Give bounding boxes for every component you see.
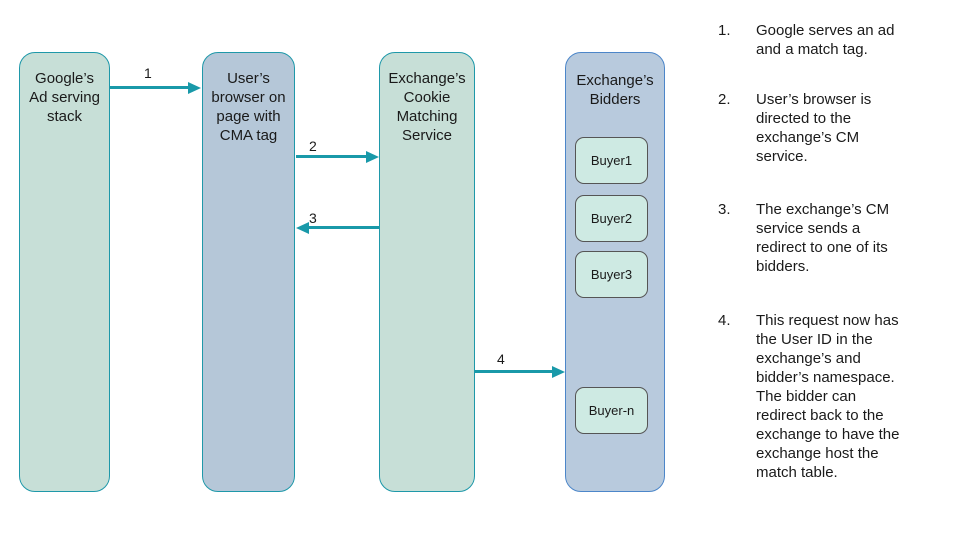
arrow-2-label: 2 bbox=[309, 138, 317, 154]
arrow-4-line bbox=[475, 370, 553, 373]
arrow-2-head-right-icon bbox=[366, 151, 379, 163]
node-exchange-cm-service: Exchange’s Cookie Matching Service bbox=[379, 52, 475, 492]
arrow-2-line bbox=[296, 155, 367, 158]
step-3-number: 3. bbox=[718, 201, 731, 218]
buyer-box-3-label: Buyer3 bbox=[590, 267, 633, 282]
step-1-text: Google serves an ad and a match tag. bbox=[756, 22, 895, 58]
step-3-text: The exchange’s CM service sends a redire… bbox=[756, 201, 890, 275]
step-item-2: 2. User’s browser is directed to the exc… bbox=[718, 90, 956, 166]
arrow-1-line bbox=[110, 86, 189, 89]
buyer-box-1-label: Buyer1 bbox=[590, 153, 633, 168]
step-2-text: User’s browser is directed to the exchan… bbox=[756, 91, 872, 165]
steps-list: 1. Google serves an ad and a match tag. … bbox=[718, 21, 956, 482]
node-users-browser: User’s browser on page with CMA tag bbox=[202, 52, 295, 492]
node-google-ad-stack: Google’s Ad serving stack bbox=[19, 52, 110, 492]
buyer-box-n-label: Buyer-n bbox=[588, 403, 635, 418]
arrow-4-label: 4 bbox=[497, 351, 505, 367]
buyer-box-n: Buyer-n bbox=[575, 387, 648, 434]
step-2-number: 2. bbox=[718, 91, 731, 108]
step-item-4: 4. This request now has the User ID in t… bbox=[718, 311, 956, 482]
node-exchange-bidders: Exchange’s Bidders Buyer1 Buyer2 Buyer3 … bbox=[565, 52, 665, 492]
buyer-box-2-label: Buyer2 bbox=[590, 211, 633, 226]
step-item-1: 1. Google serves an ad and a match tag. bbox=[718, 21, 956, 59]
step-1-number: 1. bbox=[718, 22, 731, 39]
buyer-box-1: Buyer1 bbox=[575, 137, 648, 184]
step-item-3: 3. The exchange’s CM service sends a red… bbox=[718, 200, 956, 276]
arrow-4-head-right-icon bbox=[552, 366, 565, 378]
buyer-box-3: Buyer3 bbox=[575, 251, 648, 298]
node-exchange-bidders-label: Exchange’s Bidders bbox=[576, 72, 654, 108]
node-exchange-cm-service-label: Exchange’s Cookie Matching Service bbox=[388, 70, 466, 144]
node-users-browser-label: User’s browser on page with CMA tag bbox=[211, 70, 286, 144]
arrow-3-label: 3 bbox=[309, 210, 317, 226]
arrow-1-label: 1 bbox=[144, 65, 152, 81]
step-4-number: 4. bbox=[718, 312, 731, 329]
arrow-3-head-left-icon bbox=[296, 222, 309, 234]
buyer-box-2: Buyer2 bbox=[575, 195, 648, 242]
arrow-3-line bbox=[308, 226, 379, 229]
node-google-ad-stack-label: Google’s Ad serving stack bbox=[29, 70, 100, 125]
arrow-1-head-right-icon bbox=[188, 82, 201, 94]
step-4-text: This request now has the User ID in the … bbox=[756, 312, 900, 481]
